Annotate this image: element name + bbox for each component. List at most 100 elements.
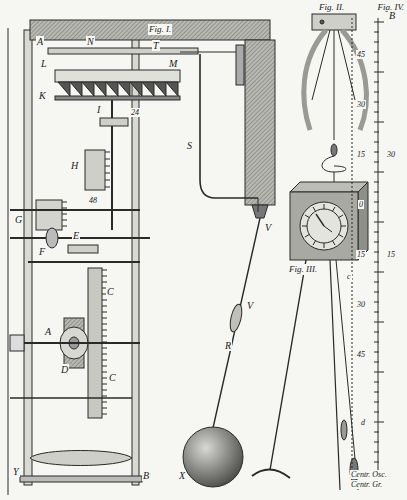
engraving-stroke: [10, 342, 140, 344]
engraving-stroke: [342, 30, 366, 130]
engraving-stroke: [102, 282, 107, 283]
engraving-stroke: [252, 469, 290, 478]
callout-letter: G: [14, 214, 23, 225]
engraving-stroke: [28, 261, 140, 263]
engraving-stroke: [374, 192, 379, 193]
callout-letter: T: [152, 40, 160, 51]
engraving-stroke: [100, 118, 128, 126]
callout-letter: B: [388, 10, 396, 21]
engraving-stroke: [36, 200, 62, 230]
engraving-stroke: [304, 30, 326, 130]
engraving-stroke: [374, 282, 379, 283]
callout-letter: Centr. Gr.: [350, 480, 383, 489]
engraving-stroke: [105, 166, 110, 167]
engraving-stroke: [46, 228, 58, 248]
engraving-stroke: [154, 82, 166, 96]
engraving-stroke: [102, 378, 107, 379]
callout-letter: 30: [356, 100, 366, 109]
engraving-stroke: [213, 218, 260, 428]
engraving-stroke: [374, 72, 384, 73]
callout-letter: V: [246, 300, 254, 311]
engraving-stroke: [374, 262, 379, 263]
engraving-stroke: [374, 342, 379, 343]
callout-letter: C: [108, 372, 117, 383]
figure-title: Fig. I.: [148, 24, 172, 35]
engraving-stroke: [341, 226, 346, 227]
engraving-stroke: [236, 45, 244, 85]
engraving-stroke: [290, 182, 368, 192]
engraving-stroke: [166, 82, 178, 96]
engraving-stroke: [183, 427, 243, 487]
callout-letter: V: [264, 222, 272, 233]
engraving-stroke: [374, 272, 384, 273]
callout-letter: N: [86, 36, 95, 47]
callout-letter: X: [178, 470, 186, 481]
engraving-stroke: [374, 92, 379, 93]
callout-letter: B: [142, 470, 150, 481]
engraving-stroke: [102, 390, 107, 391]
engraving-stroke: [70, 82, 82, 96]
engraving-stroke: [313, 241, 316, 245]
engraving-stroke: [374, 82, 379, 83]
engraving-stroke: [352, 18, 384, 472]
engraving-stroke: [358, 182, 368, 260]
engraving-stroke: [374, 52, 379, 53]
callout-letter: 24: [130, 108, 140, 117]
engraving-stroke: [374, 232, 379, 233]
engraving-stroke: [305, 215, 309, 218]
engraving-stroke: [24, 30, 32, 485]
callout-letter: F: [38, 246, 46, 257]
engraving-stroke: [58, 82, 70, 96]
engraving-stroke: [374, 142, 379, 143]
engraving-stroke: [102, 366, 107, 367]
engraving-stroke: [374, 182, 379, 183]
engraving-stroke: [324, 243, 325, 248]
engraving-stroke: [58, 82, 178, 96]
engraving-stroke: [106, 82, 118, 96]
engraving-stroke: [374, 112, 379, 113]
engraving-stroke: [82, 82, 94, 96]
engraving-stroke: [118, 82, 130, 96]
engraving-stroke: [374, 242, 379, 243]
engraving-stroke: [62, 214, 67, 215]
engraving-stroke: [10, 335, 24, 351]
callout-letter: D: [60, 364, 69, 375]
callout-letter: L: [40, 58, 48, 69]
engraving-stroke: [374, 162, 379, 163]
callout-letter: 45: [356, 350, 366, 359]
engraving-stroke: [374, 152, 379, 153]
engraving-stroke: [322, 156, 346, 172]
engraving-stroke: [102, 402, 107, 403]
engraving-stroke: [324, 204, 325, 209]
engraving-stroke: [102, 414, 107, 415]
engraving-stroke: [333, 241, 336, 245]
engraving-stroke: [302, 204, 346, 248]
engraving-stroke: [245, 40, 275, 205]
engraving-stroke: [374, 102, 379, 103]
engraving-stroke: [55, 96, 180, 100]
engraving-stroke: [105, 152, 110, 187]
engraving-stroke: [302, 226, 307, 227]
callout-letter: Y: [12, 466, 20, 477]
engraving-stroke: [313, 207, 316, 211]
callout-letter: K: [38, 90, 47, 101]
engraving-stroke: [305, 235, 309, 238]
callout-letter: 48: [88, 196, 98, 205]
engraving-stroke: [339, 215, 343, 218]
engraving-stroke: [8, 28, 9, 495]
engraving-stroke: [102, 324, 107, 325]
engraving-stroke: [374, 212, 379, 213]
callout-letter: H: [70, 160, 79, 171]
engraving-stroke: [290, 192, 358, 260]
engraving-stroke: [339, 235, 343, 238]
engraving-stroke: [374, 62, 379, 63]
callout-letter: 0: [358, 200, 364, 209]
engraving-stroke: [374, 372, 384, 373]
callout-letter: Centr. Osc.: [350, 470, 388, 479]
callout-letter: S: [186, 140, 193, 151]
engraving-stroke: [62, 226, 67, 227]
engraving-stroke: [336, 260, 358, 490]
engraving-stroke: [330, 260, 340, 490]
engraving-stroke: [252, 182, 368, 490]
